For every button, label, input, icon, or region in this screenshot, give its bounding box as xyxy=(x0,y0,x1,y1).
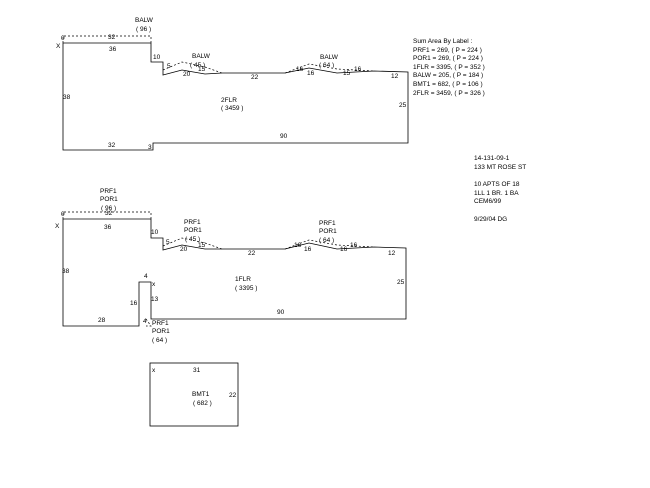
upper-dim-zig5: 15 xyxy=(343,70,351,77)
upper-dim-zig2: 16 xyxy=(307,70,315,77)
lower-dim-notch-right: 10 xyxy=(151,229,159,236)
lower-porch-bottom-line2: POR1 xyxy=(152,328,170,335)
lower-dim-zig2: 16 xyxy=(304,246,312,253)
upper-dim-slope-b: 15 xyxy=(198,66,206,73)
lower-dim-right-side: 25 xyxy=(397,279,405,286)
upper-dim-right-top: 12 xyxy=(391,73,399,80)
area-summary-line: POR1 = 269, ( P = 224 ) xyxy=(413,55,483,63)
upper-balw-left-name: BALW xyxy=(135,17,154,24)
lower-dim-notch-right-side: 13 xyxy=(151,296,159,303)
lower-corner-o: 0 xyxy=(61,211,65,218)
config-text: 1LL 1 BR. 1 BA xyxy=(474,189,519,197)
upper-dim-notch-right: 10 xyxy=(153,54,161,61)
upper-dim-slope-c: 5 xyxy=(167,63,171,70)
lower-porch-left-line2: POR1 xyxy=(100,196,118,203)
upper-balw-mid-value: ( 45 ) xyxy=(190,62,205,69)
lower-floor-sketch: X 0 PRF1 POR1 ( 96 ) 32 36 10 PRF1 POR1 … xyxy=(55,188,407,344)
upper-dim-zig1: 16 xyxy=(296,66,304,73)
upper-floor-sketch: X 0 BALW ( 96 ) 32 36 10 BALW ( 45 ) 5 1… xyxy=(56,17,409,151)
area-summary-line: BMT1 = 682, ( P = 106 ) xyxy=(413,80,483,88)
date-text: 9/29/04 DG xyxy=(474,215,508,223)
upper-area-value: ( 3459 ) xyxy=(221,105,243,112)
spacer xyxy=(474,207,526,216)
basement-dim-top: 31 xyxy=(193,367,201,374)
parcel-number: 14-131-09-1 xyxy=(474,155,510,162)
lower-dim-notch-left: 16 xyxy=(130,300,138,307)
upper-dim-bottom-long: 90 xyxy=(280,133,288,140)
basement-corner-x: x xyxy=(152,367,156,374)
lower-dim-slope-a: 20 xyxy=(180,246,188,253)
lower-porch-bottom-line1: PRF1 xyxy=(152,320,169,327)
area-summary-line: PRF1 = 269, ( P = 224 ) xyxy=(413,46,482,54)
lower-dim-notch-bottom: 4 xyxy=(143,318,147,325)
upper-balw-mid-outline xyxy=(162,61,223,74)
upper-dim-mid-run: 22 xyxy=(251,74,259,81)
basement-outline xyxy=(149,362,239,427)
lower-porch-bottom-value: ( 64 ) xyxy=(152,337,167,344)
upper-balw-left-outline xyxy=(62,35,152,43)
lower-dim-mid-run: 22 xyxy=(248,250,256,257)
upper-dim-bottom-small: 3 xyxy=(148,144,152,151)
lower-corner-x: X xyxy=(55,223,60,230)
lower-porch-mid-line2: POR1 xyxy=(184,227,202,234)
units-text: 10 APTS OF 18 xyxy=(474,181,520,189)
lower-dim-slope-b: 15 xyxy=(198,242,206,249)
lower-dim-zig1: 16 xyxy=(294,242,302,249)
lower-porch-right-outline xyxy=(284,239,375,250)
lower-dim-left-side: 38 xyxy=(62,268,70,275)
area-summary-heading: Sum Area By Label : xyxy=(413,38,473,45)
lower-dim-slope-c: 5 xyxy=(166,239,170,246)
upper-balw-right-name: BALW xyxy=(320,54,339,61)
upper-balw-right-value: ( 64 ) xyxy=(319,62,334,69)
area-summary-line: 1FLR = 3395, ( P = 352 ) xyxy=(413,63,485,71)
upper-dim-left-top: 36 xyxy=(109,46,117,53)
upper-dim-slope-a: 20 xyxy=(183,71,191,78)
lower-notch-x: x xyxy=(152,281,156,288)
lower-porch-mid-outline xyxy=(162,237,223,250)
upper-corner-o: 0 xyxy=(61,35,65,42)
spacer xyxy=(474,172,526,181)
lower-porch-mid-value: ( 45 ) xyxy=(185,236,200,243)
basement-dim-right: 22 xyxy=(229,392,237,399)
cem-text: CEM6/99 xyxy=(474,198,502,206)
upper-dim-left-side: 38 xyxy=(63,94,71,101)
lower-porch-right-line1: PRF1 xyxy=(319,220,336,227)
lower-dim-zig3: 16 xyxy=(350,242,358,249)
upper-balw-mid-name: BALW xyxy=(192,53,211,60)
lower-porch-bottom-outline xyxy=(145,318,152,327)
lower-porch-left-line1: PRF1 xyxy=(100,188,117,195)
upper-dim-right-side: 25 xyxy=(399,102,407,109)
basement-area-value: ( 682 ) xyxy=(193,400,212,407)
lower-floor-outline xyxy=(62,218,407,327)
upper-dim-top-notch: 32 xyxy=(108,34,116,41)
area-summary-line: 2FLR = 3459, ( P = 326 ) xyxy=(413,89,485,97)
upper-corner-x: X xyxy=(56,43,61,50)
area-summary: Sum Area By Label : PRF1 = 269, ( P = 22… xyxy=(413,38,485,98)
lower-dim-bottom-left: 28 xyxy=(98,317,106,324)
basement-sketch: x 31 22 BMT1 ( 682 ) xyxy=(149,362,239,427)
area-summary-line: BALW = 205, ( P = 184 ) xyxy=(413,72,484,80)
lower-porch-right-line2: POR1 xyxy=(319,228,337,235)
property-info: 14-131-09-1 133 MT ROSE ST 10 APTS OF 18… xyxy=(474,155,526,225)
lower-porch-right-value: ( 64 ) xyxy=(319,237,334,244)
upper-balw-left-value: ( 96 ) xyxy=(136,26,151,33)
lower-dim-top-notch: 32 xyxy=(105,210,113,217)
lower-area-name: 1FLR xyxy=(235,276,251,283)
lower-area-value: ( 3395 ) xyxy=(235,285,257,292)
lower-dim-bottom-long: 90 xyxy=(277,309,285,316)
upper-dim-bottom-left: 32 xyxy=(108,142,116,149)
lower-porch-mid-line1: PRF1 xyxy=(184,219,201,226)
upper-balw-right-outline xyxy=(284,63,375,74)
upper-area-name: 2FLR xyxy=(221,97,237,104)
lower-dim-left-top: 36 xyxy=(104,224,112,231)
lower-dim-notch-top: 4 xyxy=(144,273,148,280)
upper-dim-zig3: 16 xyxy=(354,66,362,73)
lower-dim-zig4: 16 xyxy=(340,246,348,253)
lower-porch-left-value: ( 96 ) xyxy=(101,205,116,212)
basement-area-name: BMT1 xyxy=(192,391,210,398)
upper-floor-outline xyxy=(62,42,409,151)
property-address: 133 MT ROSE ST xyxy=(474,163,527,171)
lower-dim-right-top: 12 xyxy=(388,250,396,257)
